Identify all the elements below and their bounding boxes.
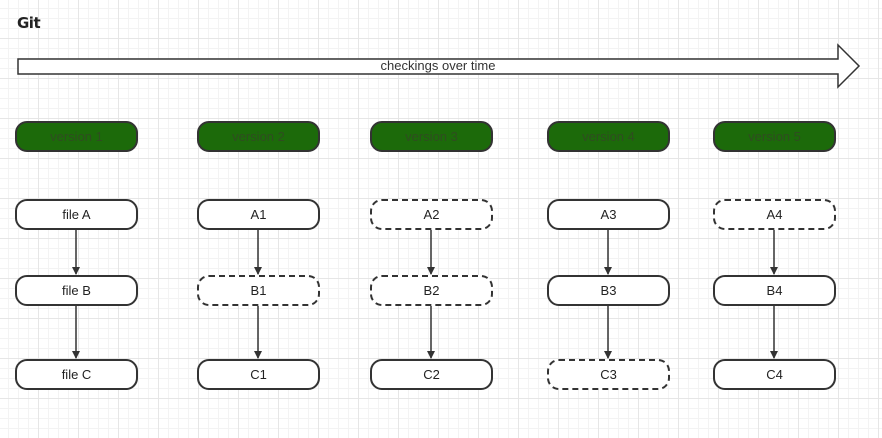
file-node-c2: C2 <box>370 359 493 390</box>
file-node-c: file C <box>15 359 138 390</box>
file-node-c3: C3 <box>547 359 670 390</box>
file-node-b2: B2 <box>370 275 493 306</box>
file-node-c4: C4 <box>713 359 836 390</box>
file-node-b3: B3 <box>547 275 670 306</box>
file-node-b1: B1 <box>197 275 320 306</box>
file-node-b: file B <box>15 275 138 306</box>
file-node-b4: B4 <box>713 275 836 306</box>
file-node-c1: C1 <box>197 359 320 390</box>
file-node-a2: A2 <box>370 199 493 230</box>
file-node-a1: A1 <box>197 199 320 230</box>
connectors <box>72 230 778 359</box>
file-node-a3: A3 <box>547 199 670 230</box>
timeline-arrow <box>17 43 861 89</box>
timeline-label: checkings over time <box>380 58 496 73</box>
version-node-2: version 2 <box>197 121 320 152</box>
version-node-1: version 1 <box>15 121 138 152</box>
version-node-5: version 5 <box>713 121 836 152</box>
file-node-a4: A4 <box>713 199 836 230</box>
version-node-4: version 4 <box>547 121 670 152</box>
diagram-title: Git <box>17 14 41 32</box>
file-node-a: file A <box>15 199 138 230</box>
version-node-3: version 3 <box>370 121 493 152</box>
